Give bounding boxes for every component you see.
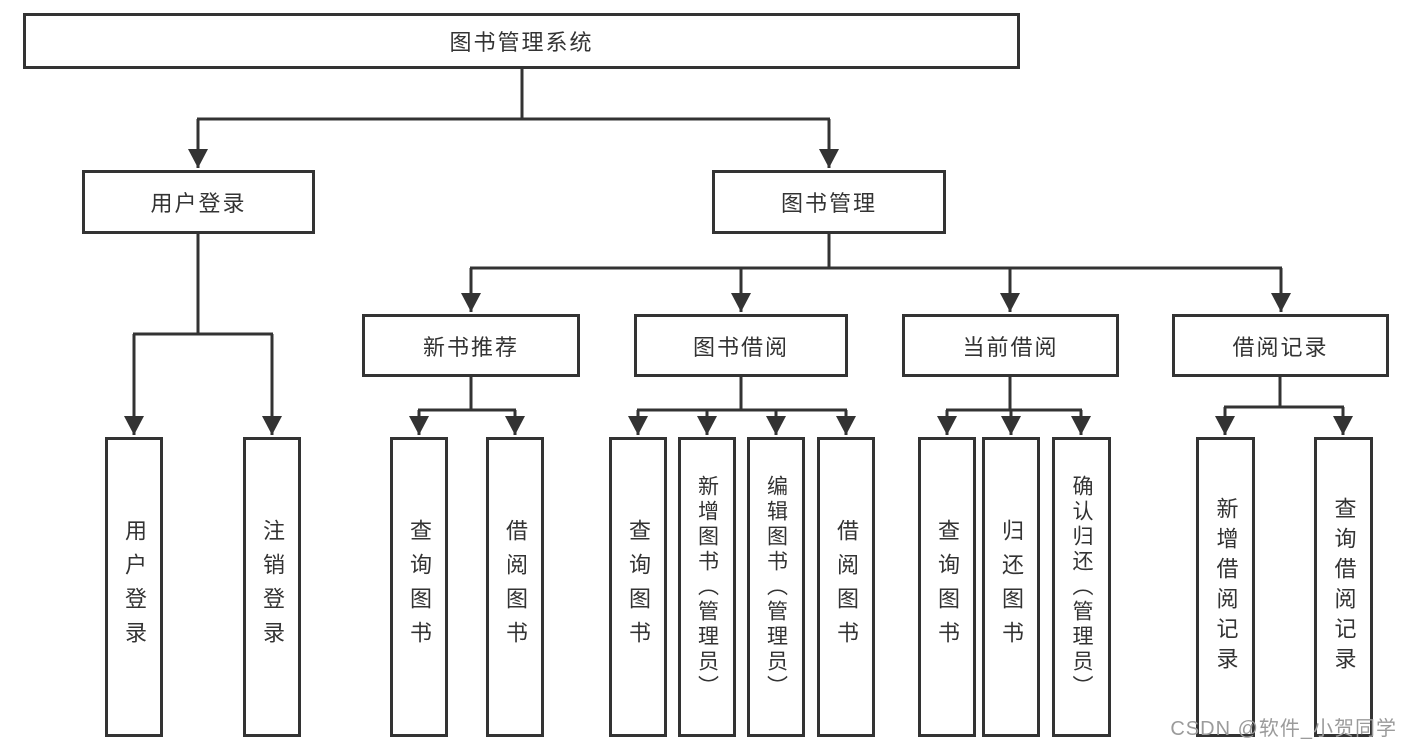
node-return-books: 归还图书 — [982, 437, 1040, 737]
node-logout: 注销登录 — [243, 437, 301, 737]
node-book-borrowing: 图书借阅 — [634, 314, 848, 377]
node-user-login-leaf: 用户登录 — [105, 437, 163, 737]
node-borrow-books-2: 借阅图书 — [817, 437, 875, 737]
node-user-login: 用户登录 — [82, 170, 315, 234]
node-new-book-recommendation: 新书推荐 — [362, 314, 580, 377]
node-query-books-2: 查询图书 — [609, 437, 667, 737]
node-query-books-1: 查询图书 — [390, 437, 448, 737]
node-current-borrowing: 当前借阅 — [902, 314, 1119, 377]
node-edit-books-admin: 编辑图书（管理员） — [747, 437, 805, 737]
node-book-management: 图书管理 — [712, 170, 946, 234]
node-query-books-3: 查询图书 — [918, 437, 976, 737]
node-library-management-system: 图书管理系统 — [23, 13, 1020, 69]
node-add-books-admin: 新增图书（管理员） — [678, 437, 736, 737]
node-borrow-books-1: 借阅图书 — [486, 437, 544, 737]
node-add-borrow-record: 新增借阅记录 — [1196, 437, 1255, 737]
node-borrowing-records: 借阅记录 — [1172, 314, 1389, 377]
node-query-borrow-record: 查询借阅记录 — [1314, 437, 1373, 737]
csdn-watermark: CSDN @软件_小贺同学 — [1170, 718, 1397, 740]
node-confirm-return-admin: 确认归还（管理员） — [1052, 437, 1111, 737]
